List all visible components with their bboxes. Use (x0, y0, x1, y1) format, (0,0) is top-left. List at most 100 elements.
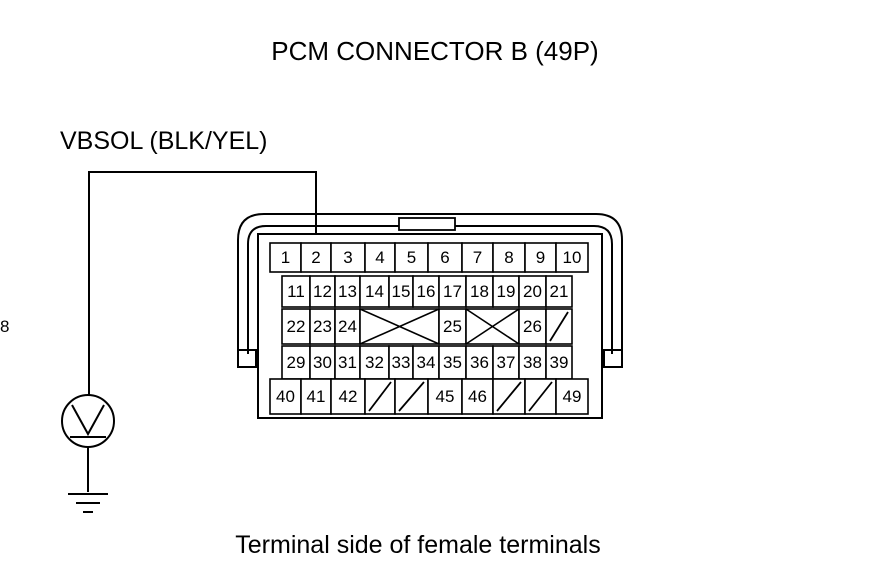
terminal-30: 30 (309, 345, 336, 380)
terminal-42: 42 (330, 378, 366, 415)
terminal-number: 14 (365, 282, 384, 301)
terminal-22: 22 (281, 308, 311, 345)
terminal-16: 16 (412, 275, 440, 308)
terminal-number: 28 (0, 317, 9, 336)
terminal-4: 4 (364, 242, 396, 273)
terminal-number: 26 (523, 317, 542, 336)
blank-cavity (359, 308, 440, 345)
terminal-number: 35 (443, 353, 462, 372)
terminal-number: 22 (287, 317, 306, 336)
terminal-2: 2 (300, 242, 332, 273)
terminal-number: 32 (365, 353, 384, 372)
terminal-17: 17 (438, 275, 467, 308)
terminal-11: 11 (281, 275, 311, 308)
terminal-number: 16 (417, 282, 436, 301)
terminal-number: 24 (338, 317, 357, 336)
terminal-number: 40 (276, 387, 295, 406)
terminal-23: 23 (309, 308, 336, 345)
terminal-15: 15 (388, 275, 414, 308)
terminal-number: 33 (392, 353, 411, 372)
terminal-number: 34 (417, 353, 436, 372)
terminal-35: 35 (438, 345, 467, 380)
terminal-number: 17 (443, 282, 462, 301)
terminal-number: 3 (343, 248, 352, 267)
terminal-number: 29 (287, 353, 306, 372)
terminal-number: 31 (338, 353, 357, 372)
terminal-33: 33 (388, 345, 414, 380)
terminal-number: 9 (536, 248, 545, 267)
terminal-number: 49 (563, 387, 582, 406)
probe-wire (88, 171, 317, 395)
terminal-26: 26 (518, 308, 547, 345)
voltmeter-icon (61, 394, 115, 448)
terminal-number: 46 (468, 387, 487, 406)
terminal-24: 24 (334, 308, 361, 345)
terminal-8: 8 (492, 242, 526, 273)
terminal-number: 39 (550, 353, 569, 372)
terminal-20: 20 (518, 275, 547, 308)
terminal-5: 5 (394, 242, 429, 273)
terminal-number: 6 (440, 248, 449, 267)
terminal-number: 12 (313, 282, 332, 301)
terminal-number: 45 (436, 387, 455, 406)
ground-icon (68, 493, 108, 513)
terminal-39: 39 (545, 345, 573, 380)
terminal-number: 5 (407, 248, 416, 267)
terminal-18: 18 (465, 275, 494, 308)
terminal-number: 20 (523, 282, 542, 301)
terminal-number: 1 (281, 248, 290, 267)
terminal-32: 32 (359, 345, 390, 380)
terminal-21: 21 (545, 275, 573, 308)
terminal-number: 11 (287, 282, 305, 301)
terminal-10: 10 (555, 242, 589, 273)
terminal-number: 7 (473, 248, 482, 267)
unused-terminal (545, 308, 573, 345)
terminal-38: 38 (518, 345, 547, 380)
terminal-number: 8 (504, 248, 513, 267)
terminal-number: 36 (470, 353, 489, 372)
terminal-29: 29 (281, 345, 311, 380)
terminal-number: 15 (392, 282, 411, 301)
footer-note: Terminal side of female terminals (235, 531, 600, 559)
terminal-28: 28 (0, 317, 9, 336)
terminal-number: 2 (311, 248, 320, 267)
terminal-49: 49 (555, 378, 589, 415)
blank-cavity (465, 308, 520, 345)
terminal-25: 25 (438, 308, 467, 345)
terminal-31: 31 (334, 345, 361, 380)
terminal-number: 41 (307, 387, 326, 406)
terminal-37: 37 (492, 345, 520, 380)
terminal-number: 23 (313, 317, 332, 336)
unused-terminal (364, 378, 396, 415)
unused-terminal (524, 378, 557, 415)
terminal-3: 3 (330, 242, 366, 273)
terminal-46: 46 (461, 378, 494, 415)
terminal-9: 9 (524, 242, 557, 273)
terminal-number: 30 (313, 353, 332, 372)
terminal-36: 36 (465, 345, 494, 380)
terminal-number: 19 (497, 282, 516, 301)
terminal-41: 41 (300, 378, 332, 415)
terminal-number: 37 (497, 353, 516, 372)
terminal-number: 42 (339, 387, 358, 406)
terminal-7: 7 (461, 242, 494, 273)
terminal-number: 10 (563, 248, 582, 267)
terminal-12: 12 (309, 275, 336, 308)
terminal-40: 40 (269, 378, 302, 415)
terminal-6: 6 (427, 242, 463, 273)
diagram-title: PCM CONNECTOR B (49P) (271, 36, 598, 66)
terminal-number: 21 (550, 282, 569, 301)
terminal-number: 18 (470, 282, 489, 301)
unused-terminal (394, 378, 429, 415)
terminal-34: 34 (412, 345, 440, 380)
terminal-number: 13 (338, 282, 357, 301)
terminal-19: 19 (492, 275, 520, 308)
terminal-14: 14 (359, 275, 390, 308)
wire-label: VBSOL (BLK/YEL) (60, 127, 268, 155)
terminal-1: 1 (269, 242, 302, 273)
terminal-45: 45 (427, 378, 463, 415)
unused-terminal (492, 378, 526, 415)
terminal-13: 13 (334, 275, 361, 308)
